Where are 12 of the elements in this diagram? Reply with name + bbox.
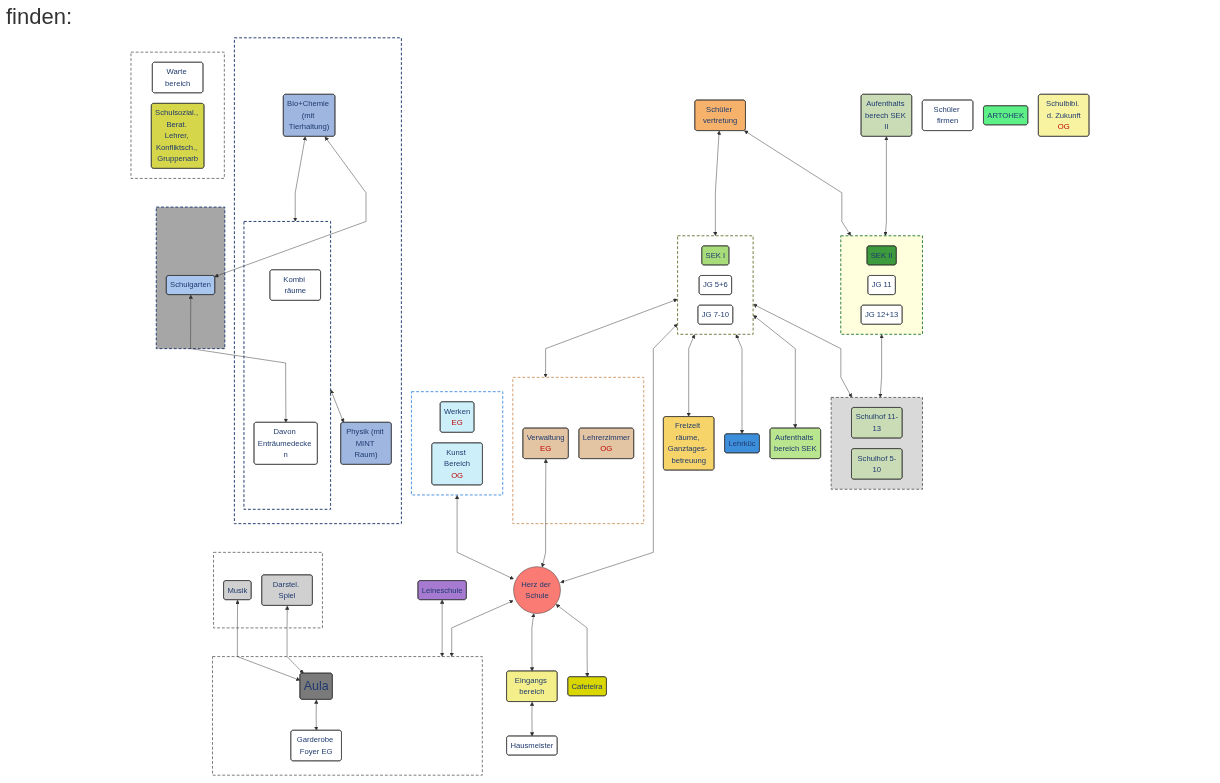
cluster [213, 551, 323, 629]
cluster [512, 376, 645, 525]
note-text: finden: [6, 4, 73, 30]
cluster [677, 235, 754, 335]
cluster [830, 396, 923, 490]
cluster [212, 656, 483, 776]
cluster [130, 51, 225, 179]
cluster [155, 206, 226, 350]
cluster [233, 37, 402, 525]
cluster [410, 391, 504, 496]
cluster [840, 235, 923, 335]
cluster [243, 220, 332, 510]
